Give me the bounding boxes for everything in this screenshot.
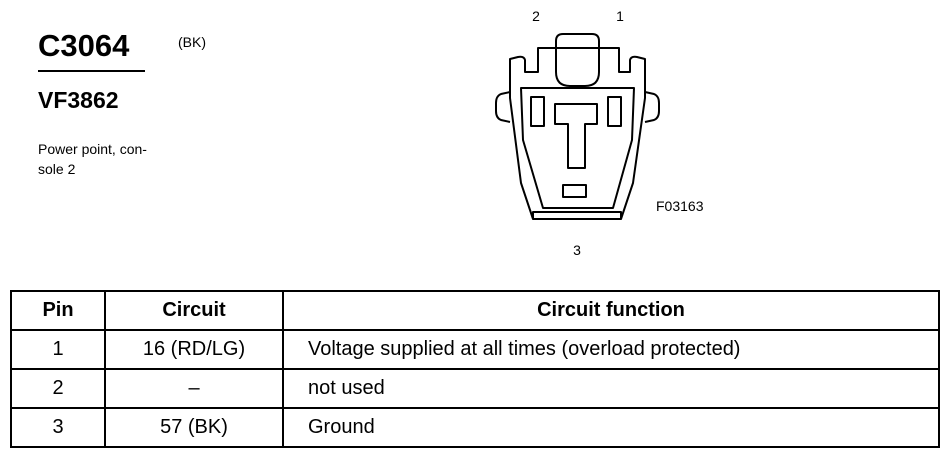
cell-circuit: 57 (BK) (104, 407, 284, 448)
description-line-2: sole 2 (38, 161, 76, 177)
connector-id-underline (38, 70, 145, 72)
header-circuit: Circuit (104, 290, 284, 331)
connector-id: C3064 (38, 28, 130, 63)
cell-function: not used (282, 368, 940, 409)
cell-circuit: – (104, 368, 284, 409)
cell-pin: 1 (10, 329, 106, 370)
header-circuit-function: Circuit function (282, 290, 940, 331)
table-row: 2 – not used (10, 368, 940, 409)
pin-label-3: 3 (573, 242, 581, 258)
header-pin: Pin (10, 290, 106, 331)
terminal-t-center (554, 103, 598, 169)
connector-description: Power point, con- sole 2 (38, 139, 188, 179)
connector-latch (555, 33, 600, 87)
cell-function: Ground (282, 407, 940, 448)
cell-function: Voltage supplied at all times (overload … (282, 329, 940, 370)
connector-bottom-ledge (532, 211, 622, 219)
description-line-1: Power point, con- (38, 141, 147, 157)
part-number: VF3862 (38, 87, 119, 113)
terminal-slot-pin-3 (562, 184, 587, 198)
connector-cavity (520, 87, 635, 209)
terminal-slot-pin-1 (607, 96, 622, 127)
table-row: 1 16 (RD/LG) Voltage supplied at all tim… (10, 329, 940, 370)
connector-ear-right (644, 91, 660, 123)
pin-label-1: 1 (616, 8, 624, 24)
terminal-slot-pin-2 (530, 96, 545, 127)
cell-circuit: 16 (RD/LG) (104, 329, 284, 370)
figure-id: F03163 (656, 198, 704, 214)
color-code: (BK) (178, 34, 206, 50)
cell-pin: 3 (10, 407, 106, 448)
connector-body-outer (509, 47, 646, 220)
pin-label-2: 2 (532, 8, 540, 24)
connector-ear-left (495, 91, 511, 123)
table-header-row: Pin Circuit Circuit function (10, 290, 940, 331)
table-row: 3 57 (BK) Ground (10, 407, 940, 448)
pin-table: Pin Circuit Circuit function 1 16 (RD/LG… (10, 290, 940, 448)
cell-pin: 2 (10, 368, 106, 409)
